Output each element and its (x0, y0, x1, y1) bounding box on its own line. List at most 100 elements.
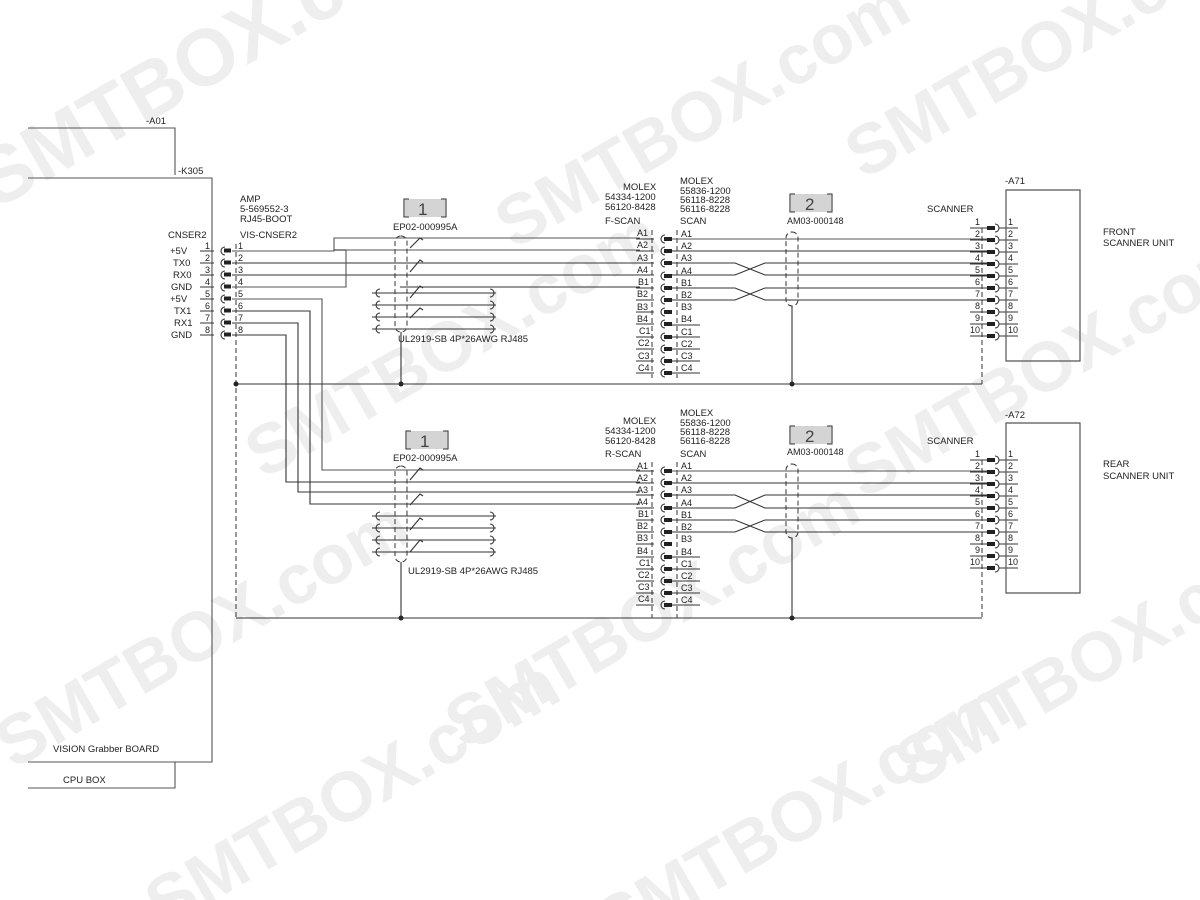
svg-text:C2: C2 (638, 338, 650, 348)
svg-text:B3: B3 (681, 302, 692, 312)
front-scanner-connector: SCANNER 1 2 3 4 5 6 7 8 9 10 1 2 3 4 5 6… (927, 204, 1018, 384)
svg-text:RX0: RX0 (173, 270, 191, 281)
cable-1-rear: 1 EP02-000995A UL2919-SB 4P*26AWG RJ485 (372, 430, 538, 621)
front-scan-wires (672, 238, 990, 301)
svg-text:6: 6 (205, 301, 210, 311)
rear-scanner-pin-labels: 1 2 3 4 5 6 7 8 9 10 1 2 3 4 5 6 7 8 9 1… (970, 449, 1018, 567)
rear-scanner-connector: SCANNER 1 2 3 4 5 6 7 8 9 10 1 2 3 4 5 6… (927, 436, 1018, 618)
svg-text:10: 10 (970, 325, 980, 335)
svg-text:1: 1 (1008, 449, 1013, 459)
svg-text:UL2919-SB 4P*26AWG RJ485: UL2919-SB 4P*26AWG RJ485 (398, 334, 528, 345)
svg-text:6: 6 (975, 277, 980, 287)
svg-text:SCANNER UNIT: SCANNER UNIT (1103, 238, 1174, 249)
svg-text:F-SCAN: F-SCAN (605, 216, 641, 227)
rear-scan-pin-labels: A1 A2 A3 A4 B1 B2 B3 B4 C1 C2 C3 C4 A1 A… (637, 461, 693, 605)
svg-text:3: 3 (1008, 473, 1013, 483)
svg-text:7: 7 (975, 289, 980, 299)
svg-text:A4: A4 (681, 498, 692, 508)
svg-text:9: 9 (975, 545, 980, 555)
svg-text:EP02-000995A: EP02-000995A (393, 453, 458, 464)
svg-text:5: 5 (975, 265, 980, 275)
svg-text:8: 8 (205, 325, 210, 335)
svg-text:AM03-000148: AM03-000148 (787, 216, 844, 226)
svg-text:6: 6 (238, 301, 243, 311)
svg-text:4: 4 (1008, 253, 1013, 263)
svg-text:A2: A2 (637, 473, 648, 483)
svg-text:1: 1 (418, 200, 427, 219)
svg-text:A1: A1 (637, 228, 648, 238)
svg-text:1: 1 (205, 241, 210, 251)
svg-text:A1: A1 (681, 461, 692, 471)
svg-text:B4: B4 (637, 314, 648, 324)
rear-scanner-unit: -A72 REAR SCANNER UNIT (1005, 410, 1174, 594)
svg-text:B1: B1 (638, 277, 649, 287)
board-name: VISION Grabber BOARD (53, 744, 159, 755)
svg-text:3: 3 (205, 265, 210, 275)
svg-text:A3: A3 (637, 485, 648, 495)
front-scanner-unit: -A71 FRONT SCANNER UNIT (1005, 176, 1174, 362)
svg-text:4: 4 (1008, 485, 1013, 495)
svg-text:C4: C4 (681, 595, 693, 605)
svg-text:TX1: TX1 (174, 306, 191, 317)
svg-text:R-SCAN: R-SCAN (605, 449, 642, 460)
svg-text:A2: A2 (681, 241, 692, 251)
svg-text:56120-8428: 56120-8428 (605, 436, 656, 447)
svg-text:9: 9 (1008, 313, 1013, 323)
svg-text:8: 8 (975, 301, 980, 311)
svg-text:6: 6 (1008, 277, 1013, 287)
svg-text:A1: A1 (637, 461, 648, 471)
svg-text:54334-1200: 54334-1200 (605, 426, 656, 437)
svg-text:3: 3 (975, 241, 980, 251)
svg-text:SMTBOX.com: SMTBOX.com (0, 0, 463, 225)
svg-text:+5V: +5V (170, 246, 188, 257)
svg-text:C4: C4 (638, 363, 650, 373)
svg-text:2: 2 (205, 253, 210, 263)
svg-text:7: 7 (1008, 289, 1013, 299)
cnser2-pin-list: +5V TX0 RX0 GND +5V TX1 RX1 GND 1 2 3 4 … (170, 241, 243, 341)
cpu-box-label: CPU BOX (63, 775, 106, 786)
svg-text:GND: GND (171, 282, 192, 293)
svg-text:A2: A2 (637, 240, 648, 250)
svg-text:54334-1200: 54334-1200 (605, 192, 656, 203)
svg-text:SCAN: SCAN (680, 449, 707, 460)
svg-text:MOLEX: MOLEX (680, 176, 714, 187)
svg-text:VIS-CNSER2: VIS-CNSER2 (240, 230, 297, 241)
svg-text:5: 5 (1008, 265, 1013, 275)
svg-text:A3: A3 (681, 253, 692, 263)
svg-text:SCANNER: SCANNER (927, 204, 974, 215)
svg-text:4: 4 (205, 277, 210, 287)
cpu-box-frame: -A01 -K305 VISION Grabber BOARD CPU BOX (28, 116, 213, 789)
rear-scan-wires (672, 470, 990, 533)
svg-text:1: 1 (1008, 217, 1013, 227)
svg-text:A1: A1 (681, 229, 692, 239)
svg-text:B2: B2 (681, 522, 692, 532)
svg-text:A4: A4 (681, 266, 692, 276)
front-scan-glyphs (636, 230, 700, 378)
svg-text:GND: GND (171, 330, 192, 341)
svg-text:C1: C1 (681, 559, 693, 569)
svg-text:RX1: RX1 (174, 318, 192, 329)
svg-text:C3: C3 (638, 582, 650, 592)
svg-text:56118-8228: 56118-8228 (680, 195, 730, 206)
svg-text:B1: B1 (681, 510, 692, 520)
svg-text:MOLEX: MOLEX (680, 408, 714, 419)
svg-text:7: 7 (238, 313, 243, 323)
svg-text:C4: C4 (638, 594, 650, 604)
svg-text:2: 2 (805, 195, 814, 214)
svg-text:SMTBOX.com: SMTBOX.com (832, 214, 1200, 513)
svg-text:2: 2 (1008, 461, 1013, 471)
svg-text:10: 10 (1008, 557, 1018, 567)
svg-text:9: 9 (1008, 545, 1013, 555)
svg-text:FRONT: FRONT (1103, 227, 1136, 238)
svg-text:5: 5 (238, 289, 243, 299)
svg-text:C2: C2 (681, 571, 693, 581)
svg-text:7: 7 (1008, 521, 1013, 531)
cable-1-front: 1 EP02-000995A UL2919-SB 4P*26AWG RJ485 (372, 198, 528, 387)
svg-text:C1: C1 (639, 326, 651, 336)
svg-text:5: 5 (1008, 497, 1013, 507)
svg-text:6: 6 (975, 509, 980, 519)
svg-text:2: 2 (238, 253, 243, 263)
svg-text:1: 1 (238, 241, 243, 251)
svg-text:MOLEX: MOLEX (623, 182, 657, 193)
